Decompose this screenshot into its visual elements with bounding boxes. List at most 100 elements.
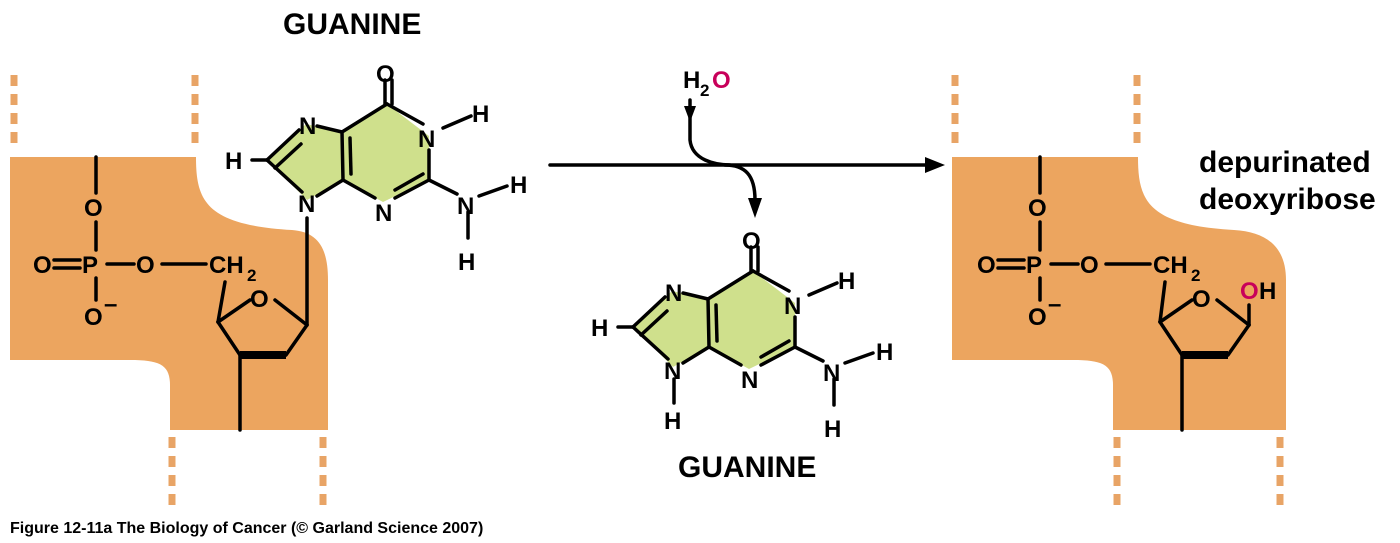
left-phosphate-o-top: O [84,195,103,222]
top-n2: N [457,193,474,220]
bond-top-c8-n7-double [273,142,303,170]
left-dna-backbone: O O P O CH 2 O – O [10,75,328,505]
right-bond-o-c1 [1215,298,1251,327]
bond-free-n1-h [807,281,839,297]
right-phosphate-o-top: O [1028,195,1047,222]
bond-top-c6-c5 [340,102,389,134]
bond-free-n1-c6 [751,269,791,293]
figure-caption: Figure 12-11a The Biology of Cancer (© G… [10,520,483,537]
guanine-top-title: GUANINE [283,8,421,41]
free-h-n2-down: H [824,416,841,443]
bond-top-c4-n3 [341,178,377,200]
water-oxygen: O [712,67,731,94]
left-phosphate-o-minus: O [84,304,103,331]
main-arrow-head [925,157,945,173]
guanine-attached: GUANINE N H N O N H N N H H [225,8,527,276]
bond-free-n7-c5 [681,291,710,301]
left-bond-c2-c1 [284,323,309,357]
left-bond-o-c1 [273,298,309,327]
bond-free-c4-n9 [681,345,711,365]
right-ring-oxygen: O [1192,286,1211,313]
free-n3: N [741,367,758,394]
free-h9: H [664,408,681,435]
right-ch-label: CH [1153,252,1188,279]
right-phosphate-o-ester: O [1080,252,1099,279]
left-bond-c4-o [216,298,252,324]
right-phosphate-o-minus: O [1028,304,1047,331]
right-bond-c4-c3 [1158,320,1184,357]
guanine-free: GUANINE N H H N O N H N N H H [591,228,893,484]
left-ch2-subscript: 2 [247,266,256,285]
bond-top-c2-n2 [427,178,459,196]
bond-top-n9-c8 [265,158,304,194]
bond-top-n7-c5 [315,124,344,134]
right-bond-c4-o [1158,298,1194,324]
bond-free-n3-c2 [759,345,797,367]
top-n9: N [298,191,315,218]
left-bond-ch2-c4 [216,280,227,324]
release-arrow-head [748,198,762,218]
free-n1: N [784,293,801,320]
bond-top-n3-c2 [393,178,431,200]
right-phosphorus: P [1026,252,1042,279]
free-h1: H [838,268,855,295]
left-minus-charge: – [104,291,117,318]
bond-free-c2-n2 [793,345,825,363]
top-h-n2-down: H [458,249,475,276]
bond-top-n2-h-right [477,184,509,198]
depurinated-label-line1: depurinated [1199,146,1371,179]
bond-top-c4-n9 [315,178,345,198]
bond-free-c5-c4 [706,297,711,349]
top-h8: H [225,148,242,175]
left-phosphate-o-ester: O [136,252,155,279]
bond-top-n1-c6 [385,102,425,126]
right-hydroxyl-oxygen: O [1240,278,1259,305]
left-backbone-shape [10,157,328,430]
left-bond-c4-c3 [216,320,242,357]
right-backbone-shape [952,157,1286,430]
bond-top-c5-c4-double [348,136,353,176]
right-bond-ch2-c4 [1158,280,1167,324]
free-h8: H [591,315,608,342]
depurinated-label-line2: deoxyribose [1199,183,1376,216]
right-dna-backbone: depurinated deoxyribose O O P O CH 2 O –… [951,75,1376,505]
bond-top-c5-c4 [340,130,345,182]
water-subscript: 2 [700,81,709,100]
guanine-bottom-title: GUANINE [678,451,816,484]
bond-free-n9-c8 [631,325,670,361]
bond-free-c5-c4-double [714,303,719,343]
left-ch-label: CH [209,252,244,279]
bond-top-c8-n7 [265,128,301,162]
free-n9: N [664,358,681,385]
top-n1: N [418,126,435,153]
top-h-n2-right: H [510,172,527,199]
right-phosphate-o-double: O [977,252,996,279]
right-minus-charge: – [1048,291,1061,318]
bond-free-c8-n7-double [639,309,669,337]
left-phosphorus: P [82,252,98,279]
guanine-top-six-ring [342,104,429,202]
left-phosphate-o-double: O [33,252,52,279]
water-h: H [683,67,700,94]
right-ch2-subscript: 2 [1191,266,1200,285]
free-n7: N [665,280,682,307]
top-h1: H [472,101,489,128]
bond-top-n3-c2-double [393,172,425,192]
left-ring-oxygen: O [250,286,269,313]
free-o6: O [742,228,761,255]
bond-free-n2-h-right [843,351,875,365]
bond-free-c8-n7 [631,295,667,329]
water-curve [688,98,732,167]
free-h-n2-right: H [876,339,893,366]
release-curve [723,163,757,202]
bond-top-n1-h [441,114,473,130]
bond-free-c4-n3 [707,345,743,367]
right-bond-c2-c1 [1226,323,1251,357]
top-o6: O [376,61,395,88]
guanine-free-six-ring [708,271,795,369]
top-n3: N [375,200,392,227]
reaction-arrow: H 2 O [548,67,945,218]
bond-free-n3-c2-double [759,339,791,359]
top-n7: N [299,113,316,140]
